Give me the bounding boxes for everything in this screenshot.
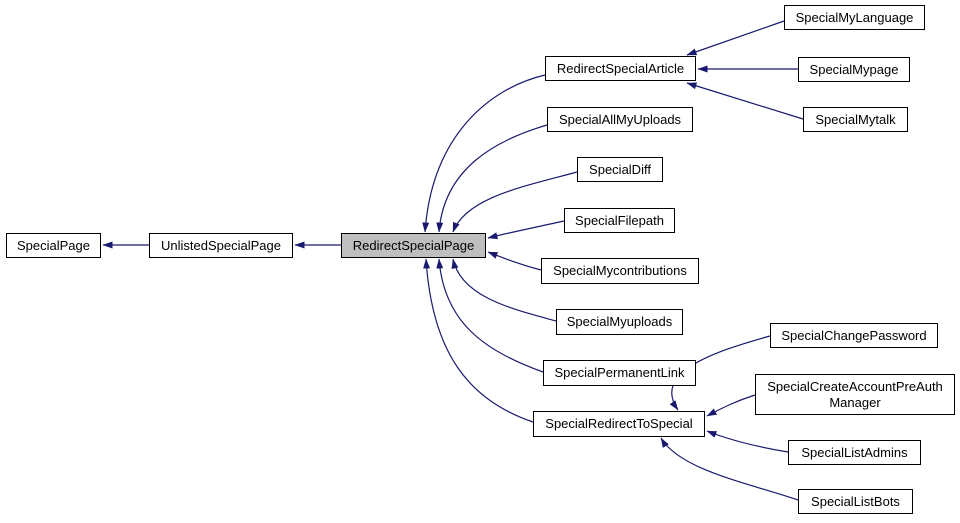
node-SpecialPermanentLink[interactable]: SpecialPermanentLink bbox=[543, 360, 696, 386]
node-label: SpecialListAdmins bbox=[801, 444, 908, 460]
node-SpecialAllMyUploads[interactable]: SpecialAllMyUploads bbox=[547, 107, 693, 132]
node-UnlistedSpecialPage[interactable]: UnlistedSpecialPage bbox=[149, 233, 293, 258]
edge-SpecialMyuploads-to-RedirectSpecialPage bbox=[451, 258, 557, 322]
node-SpecialMyLanguage[interactable]: SpecialMyLanguage bbox=[784, 5, 925, 30]
node-SpecialFilepath[interactable]: SpecialFilepath bbox=[564, 208, 675, 233]
node-label: SpecialMyuploads bbox=[566, 314, 673, 330]
edge-SpecialCreateAccountPreAuthManager-to-SpecialRedirectToSpecial bbox=[706, 394, 756, 417]
node-label: Manager bbox=[829, 394, 881, 410]
node-label: SpecialChangePassword bbox=[781, 327, 927, 343]
node-label: SpecialListBots bbox=[811, 493, 900, 509]
edge-SpecialPermanentLink-to-RedirectSpecialPage bbox=[436, 258, 544, 373]
node-SpecialMytalk[interactable]: SpecialMytalk bbox=[803, 107, 908, 132]
edge-SpecialRedirectToSpecial-to-RedirectSpecialPage bbox=[423, 258, 534, 423]
node-label: SpecialMyLanguage bbox=[795, 9, 914, 25]
node-label: RedirectSpecialPage bbox=[352, 237, 475, 253]
node-SpecialRedirectToSpecial[interactable]: SpecialRedirectToSpecial bbox=[533, 411, 705, 437]
node-RedirectSpecialPage: RedirectSpecialPage bbox=[341, 233, 486, 258]
node-label: SpecialRedirectToSpecial bbox=[545, 416, 693, 432]
node-SpecialMypage[interactable]: SpecialMypage bbox=[798, 57, 910, 82]
node-label: SpecialPage bbox=[17, 237, 90, 253]
node-label: SpecialMycontributions bbox=[553, 263, 687, 279]
node-label: RedirectSpecialArticle bbox=[556, 60, 685, 76]
edge-SpecialDiff-to-RedirectSpecialPage bbox=[452, 171, 578, 233]
edge-SpecialMycontributions-to-RedirectSpecialPage bbox=[487, 251, 542, 271]
node-label: UnlistedSpecialPage bbox=[161, 237, 281, 253]
node-label: SpecialMypage bbox=[809, 61, 899, 77]
node-SpecialMycontributions[interactable]: SpecialMycontributions bbox=[541, 258, 699, 284]
edge-SpecialListBots-to-SpecialRedirectToSpecial bbox=[660, 437, 799, 501]
node-SpecialListBots[interactable]: SpecialListBots bbox=[798, 489, 913, 514]
edge-SpecialMytalk-to-RedirectSpecialArticle bbox=[686, 82, 804, 120]
node-label: SpecialPermanentLink bbox=[554, 365, 685, 381]
node-label: SpecialFilepath bbox=[575, 212, 664, 228]
node-label: SpecialMytalk bbox=[815, 111, 896, 127]
node-SpecialChangePassword[interactable]: SpecialChangePassword bbox=[770, 323, 938, 348]
node-SpecialMyuploads[interactable]: SpecialMyuploads bbox=[556, 309, 683, 335]
node-RedirectSpecialArticle[interactable]: RedirectSpecialArticle bbox=[545, 56, 696, 81]
node-SpecialPage[interactable]: SpecialPage bbox=[6, 233, 101, 258]
edge-RedirectSpecialArticle-to-RedirectSpecialPage bbox=[422, 74, 546, 233]
node-label: SpecialAllMyUploads bbox=[558, 111, 682, 127]
edge-SpecialListAdmins-to-SpecialRedirectToSpecial bbox=[706, 430, 789, 453]
node-label: SpecialCreateAccountPreAuth bbox=[767, 378, 943, 394]
edge-SpecialAllMyUploads-to-RedirectSpecialPage bbox=[436, 124, 548, 233]
node-label: SpecialDiff bbox=[589, 161, 651, 177]
node-SpecialDiff[interactable]: SpecialDiff bbox=[577, 157, 663, 182]
edge-SpecialFilepath-to-RedirectSpecialPage bbox=[487, 220, 565, 240]
edge-SpecialMyLanguage-to-RedirectSpecialArticle bbox=[686, 20, 785, 56]
node-SpecialListAdmins[interactable]: SpecialListAdmins bbox=[788, 440, 921, 465]
